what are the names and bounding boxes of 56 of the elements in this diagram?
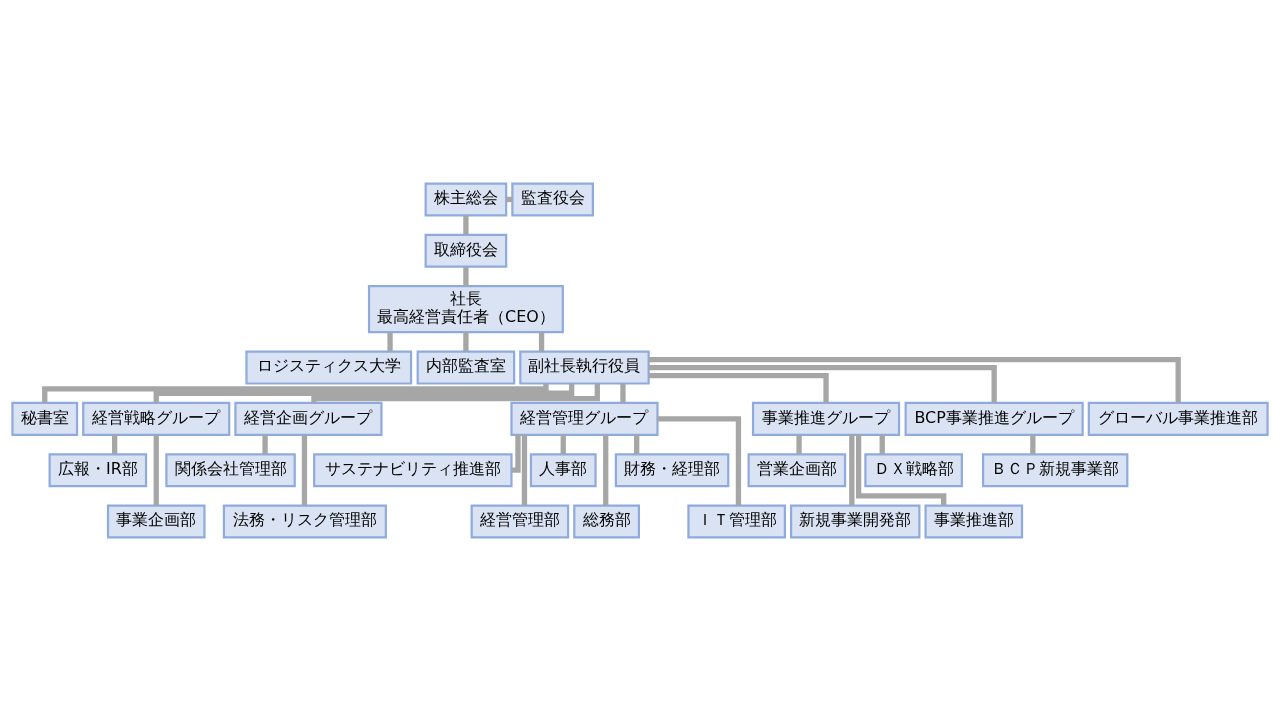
connector <box>301 434 308 505</box>
connector <box>657 415 742 505</box>
node-box: 法務・リスク管理部 <box>222 504 387 539</box>
connector <box>603 434 609 505</box>
node-box: 事業推進部 <box>924 504 1024 539</box>
connector <box>560 434 566 454</box>
connector <box>511 434 521 473</box>
node-box: 人事部 <box>529 452 597 487</box>
connector <box>506 196 513 202</box>
node-box: 経営管理グループ <box>510 401 659 436</box>
connector <box>463 266 469 286</box>
node-box: 経営戦略グループ <box>82 401 231 436</box>
connector <box>648 364 997 403</box>
node-box: 財務・経理部 <box>614 452 730 487</box>
node-box: 監査役会 <box>511 181 594 216</box>
node-box: ロジスティクス大学 <box>245 350 413 385</box>
connector <box>620 383 626 403</box>
connector <box>153 383 575 403</box>
node-box: サステナビリティ推進部 <box>313 452 513 487</box>
node-box: 営業企画部 <box>747 452 847 487</box>
connector <box>42 383 549 403</box>
node-box: 内部監査室 <box>416 350 516 385</box>
node-box: 社長 最高経営責任者（CEO） <box>367 284 564 333</box>
connector <box>648 356 1181 403</box>
node-box: グローバル事業推進部 <box>1087 401 1269 436</box>
connector <box>796 434 802 454</box>
node-box: 総務部 <box>573 504 640 539</box>
node-box: 広報・IR部 <box>48 452 148 487</box>
node-box: ＤＸ戦略部 <box>864 452 963 487</box>
connector <box>262 434 268 454</box>
connector <box>153 434 159 505</box>
connector <box>112 434 118 454</box>
node-box: 株主総会 <box>424 181 508 216</box>
connector <box>849 434 855 505</box>
connector <box>1030 434 1036 454</box>
node-box: 経営管理部 <box>470 504 570 539</box>
connector <box>855 434 947 505</box>
connector <box>387 331 393 351</box>
node-box: ＩＴ管理部 <box>687 504 786 539</box>
node-box: 秘書室 <box>11 401 79 436</box>
connector <box>634 434 640 454</box>
node-box: 新規事業開発部 <box>789 504 921 539</box>
node-box: 経営企画グループ <box>234 401 383 436</box>
connector <box>521 434 528 505</box>
node-box: 関係会社管理部 <box>165 452 296 487</box>
node-box: 取締役会 <box>424 233 508 268</box>
node-box: 事業企画部 <box>106 504 206 539</box>
connector <box>463 331 469 351</box>
node-box: BCP事業推進グループ <box>904 401 1084 436</box>
connector <box>538 331 545 351</box>
connector <box>311 383 600 403</box>
connector <box>463 214 469 235</box>
node-box: ＢＣＰ新規事業部 <box>981 452 1129 487</box>
node-box: 副社長執行役員 <box>519 350 650 385</box>
connector <box>879 434 885 454</box>
node-box: 事業推進グループ <box>751 401 901 436</box>
